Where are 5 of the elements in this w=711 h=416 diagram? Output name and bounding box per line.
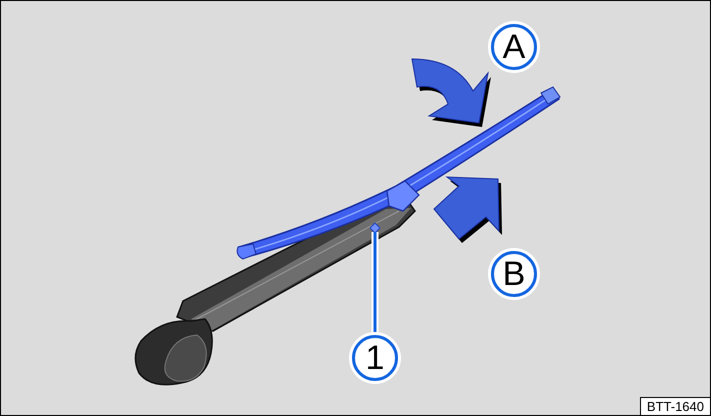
callout-label: 1	[352, 335, 398, 381]
callout-label: B	[491, 251, 537, 297]
figure-code: BTT-1640	[640, 397, 710, 415]
callout-label: A	[491, 24, 537, 70]
leader-line	[374, 232, 376, 332]
